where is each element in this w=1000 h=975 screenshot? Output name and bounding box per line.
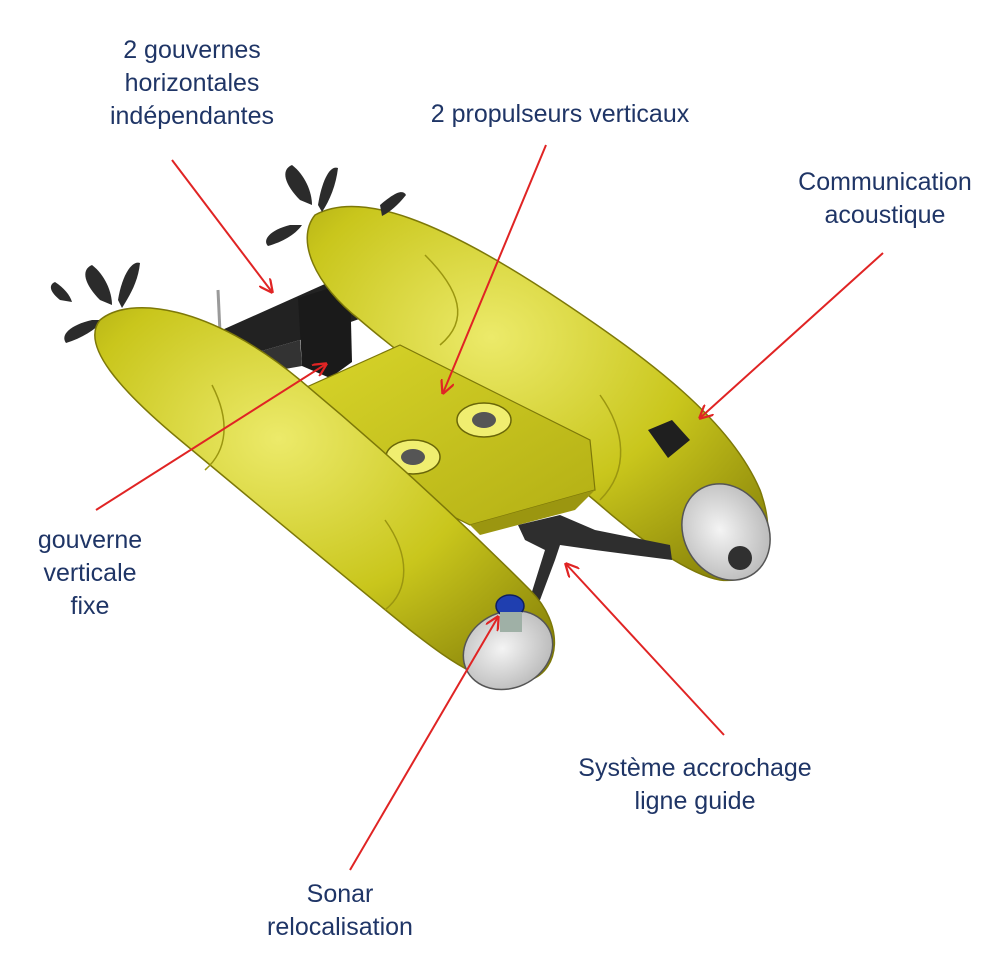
arrow-fin: [95, 364, 326, 511]
label-line: indépendantes: [109, 102, 275, 130]
label-fixed-vertical-fin: gouverne verticale fixe: [10, 524, 170, 623]
label-relocation-sonar: Sonar relocalisation: [235, 878, 445, 944]
label-line: 2 gouvernes: [123, 36, 261, 64]
arrow-thrusters: [443, 144, 547, 393]
label-line: verticale: [43, 559, 137, 587]
label-horizontal-rudders: 2 gouvernes horizontales indépendantes: [72, 34, 312, 133]
right-hull: [306, 205, 771, 582]
label-line: 2 propulseurs verticaux: [430, 100, 690, 128]
propeller-left: [50, 262, 140, 343]
arrow-sonar: [349, 617, 498, 871]
label-line: fixe: [70, 592, 110, 620]
label-line: relocalisation: [267, 913, 413, 941]
label-line: acoustique: [824, 201, 946, 229]
label-line: gouverne: [37, 526, 143, 554]
label-vertical-thrusters: 2 propulseurs verticaux: [395, 98, 725, 131]
label-line: Sonar: [306, 880, 374, 908]
label-line: Système accrochage: [578, 754, 812, 782]
arrow-acoustic: [700, 252, 884, 418]
guide-line-hook: [518, 515, 672, 600]
label-line: horizontales: [124, 69, 260, 97]
label-guide-line-hook: Système accrochage ligne guide: [545, 752, 845, 818]
arrow-rudders: [171, 159, 272, 292]
label-acoustic-communication: Communication acoustique: [770, 166, 1000, 232]
label-line: Communication: [798, 168, 972, 196]
central-deck: [298, 344, 596, 535]
propeller-right: [266, 165, 406, 246]
callout-arrows: [95, 144, 884, 871]
label-line: ligne guide: [634, 787, 756, 815]
arrow-hook: [566, 564, 725, 736]
